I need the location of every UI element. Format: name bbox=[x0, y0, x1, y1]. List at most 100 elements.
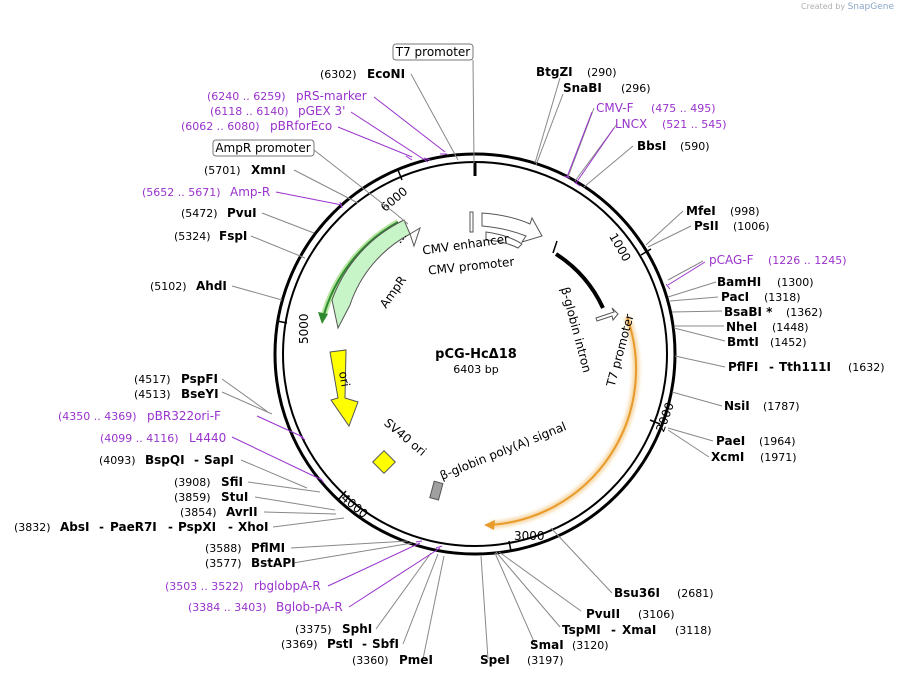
enzyme-smai: SmaI bbox=[530, 638, 564, 652]
pos-pbr322: (4350 .. 4369) bbox=[58, 410, 137, 423]
right-primer-connectors bbox=[563, 111, 706, 290]
dash-pspxi: - bbox=[228, 520, 233, 534]
pos-bstapi: (3577) bbox=[205, 557, 242, 570]
tick-3000: 3000 bbox=[514, 529, 545, 543]
enzyme-paer7i: PaeR7I bbox=[110, 520, 157, 534]
pos-pmei: (3360) bbox=[352, 654, 389, 667]
pos-nhei: (1448) bbox=[772, 321, 809, 334]
orange-feature-arc bbox=[484, 315, 640, 530]
svg-text:AmpR promoter: AmpR promoter bbox=[215, 141, 310, 155]
snapgene-credit: Created by SnapGene bbox=[801, 2, 894, 12]
dash-absi: - bbox=[99, 520, 104, 534]
enzyme-econi: EcoNI bbox=[367, 67, 405, 81]
pos-bamhi: (1300) bbox=[777, 276, 814, 289]
enzyme-spei: SpeI bbox=[480, 653, 510, 667]
enzyme-xcmi: XcmI bbox=[711, 450, 744, 464]
pos-l4440: (4099 .. 4116) bbox=[100, 432, 179, 445]
enzyme-sapi: SapI bbox=[204, 453, 234, 467]
enzyme-psti: PstI bbox=[327, 637, 353, 651]
left-primer-connectors bbox=[231, 96, 447, 608]
ampr-promoter-box: AmpR promoter bbox=[212, 139, 315, 157]
enzyme-absi: AbsI bbox=[60, 520, 89, 534]
enzyme-nsii: NsiI bbox=[724, 399, 750, 413]
right-connectors bbox=[480, 77, 726, 660]
ampr-feature bbox=[331, 219, 421, 330]
pos-btgzi: (290) bbox=[587, 66, 617, 79]
pos-ahdi: (5102) bbox=[150, 280, 187, 293]
pos-pvui: (5472) bbox=[181, 207, 218, 220]
pos-cmvf: (475 .. 495) bbox=[651, 102, 716, 115]
pos-bseyi: (4513) bbox=[134, 388, 171, 401]
pos-absi: (3832) bbox=[14, 521, 51, 534]
pos-bsabi: (1362) bbox=[786, 306, 823, 319]
pos-bspqi: (4093) bbox=[99, 454, 136, 467]
pos-sfii: (3908) bbox=[174, 476, 211, 489]
primer-ampr: Amp-R bbox=[230, 185, 270, 199]
pos-econi: (6302) bbox=[320, 68, 357, 81]
enzyme-pvui: PvuI bbox=[227, 206, 257, 220]
enzyme-xmni: XmnI bbox=[251, 163, 286, 177]
enzyme-btgzi: BtgZI bbox=[536, 65, 573, 79]
tick-1000: 1000 bbox=[606, 231, 633, 264]
pos-pvuii: (3106) bbox=[638, 608, 675, 621]
enzyme-tth111i: Tth111I bbox=[779, 360, 831, 374]
pos-bglob: (3384 .. 3403) bbox=[188, 601, 267, 614]
primer-bglob: Bglob-pA-R bbox=[276, 600, 343, 614]
pos-xcmi: (1971) bbox=[760, 451, 797, 464]
primer-cmvf: CMV-F bbox=[596, 101, 634, 115]
enzyme-paei: PaeI bbox=[716, 434, 745, 448]
ori-feature bbox=[329, 349, 359, 428]
enzyme-tspmi: TspMI bbox=[562, 623, 601, 637]
svg-text:T7 promoter: T7 promoter bbox=[395, 45, 471, 59]
enzyme-sfii: SfiI bbox=[221, 475, 243, 489]
enzyme-xmai: XmaI bbox=[622, 623, 656, 637]
ori-label: ori bbox=[336, 370, 352, 388]
enzyme-bmti: BmtI bbox=[727, 335, 759, 349]
pos-paei: (1964) bbox=[759, 435, 796, 448]
left-connectors bbox=[221, 73, 459, 660]
sv40-ori-label: SV40 ori bbox=[381, 416, 429, 459]
dash-pflfi: - bbox=[769, 360, 774, 374]
snapgene-logo-text: SnapGene bbox=[847, 2, 894, 12]
pos-pgex: (6118 .. 6140) bbox=[210, 105, 289, 118]
pos-bsu36i: (2681) bbox=[677, 587, 714, 600]
tick-6000: 6000 bbox=[378, 184, 410, 214]
enzyme-ahdi: AhdI bbox=[196, 279, 227, 293]
dash-psti: - bbox=[362, 637, 367, 651]
enzyme-bspqi: BspQI bbox=[145, 453, 185, 467]
pos-mfei: (998) bbox=[730, 205, 760, 218]
t7-promoter-arrow bbox=[595, 307, 619, 322]
plasmid-name: pCG-HcΔ18 bbox=[435, 347, 517, 362]
enzyme-bseyi: BseYI bbox=[181, 387, 219, 401]
pos-pbrfor: (6062 .. 6080) bbox=[181, 120, 260, 133]
pos-pcagf: (1226 .. 1245) bbox=[768, 254, 847, 267]
enzyme-psii: PsII bbox=[694, 219, 719, 233]
enzyme-mfei: MfeI bbox=[686, 204, 716, 218]
primer-l4440: L4440 bbox=[189, 431, 226, 445]
enzyme-sbfi: SbfI bbox=[372, 637, 399, 651]
enzyme-bbsi: BbsI bbox=[637, 139, 666, 153]
pos-smai: (3120) bbox=[572, 639, 609, 652]
pos-pflmi: (3588) bbox=[205, 542, 242, 555]
pos-snabi: (296) bbox=[621, 82, 651, 95]
pos-tspmi: (3118) bbox=[675, 624, 712, 637]
bglobin-intron-label: β-globin intron bbox=[558, 286, 594, 375]
pos-stui: (3859) bbox=[174, 491, 211, 504]
enzyme-pvuii: PvuII bbox=[586, 607, 620, 621]
ampr-arc bbox=[318, 219, 400, 324]
pos-pspfi: (4517) bbox=[134, 373, 171, 386]
enzyme-fspi: FspI bbox=[219, 229, 247, 243]
tick-2000: 2000 bbox=[653, 400, 677, 433]
backbone-ring bbox=[273, 152, 677, 556]
pos-psti: (3369) bbox=[281, 638, 318, 651]
pos-sphi: (3375) bbox=[295, 623, 332, 636]
cmv-features bbox=[469, 211, 543, 249]
enzyme-bstapi: BstAPI bbox=[251, 556, 296, 570]
enzyme-paci: PacI bbox=[721, 290, 749, 304]
pos-avrii: (3854) bbox=[180, 506, 217, 519]
enzyme-avrii: AvrII bbox=[226, 505, 258, 519]
pos-rbglob: (3503 .. 3522) bbox=[165, 580, 244, 593]
pos-pflfi: (1632) bbox=[848, 361, 885, 374]
enzyme-snabi: SnaBI bbox=[563, 81, 602, 95]
